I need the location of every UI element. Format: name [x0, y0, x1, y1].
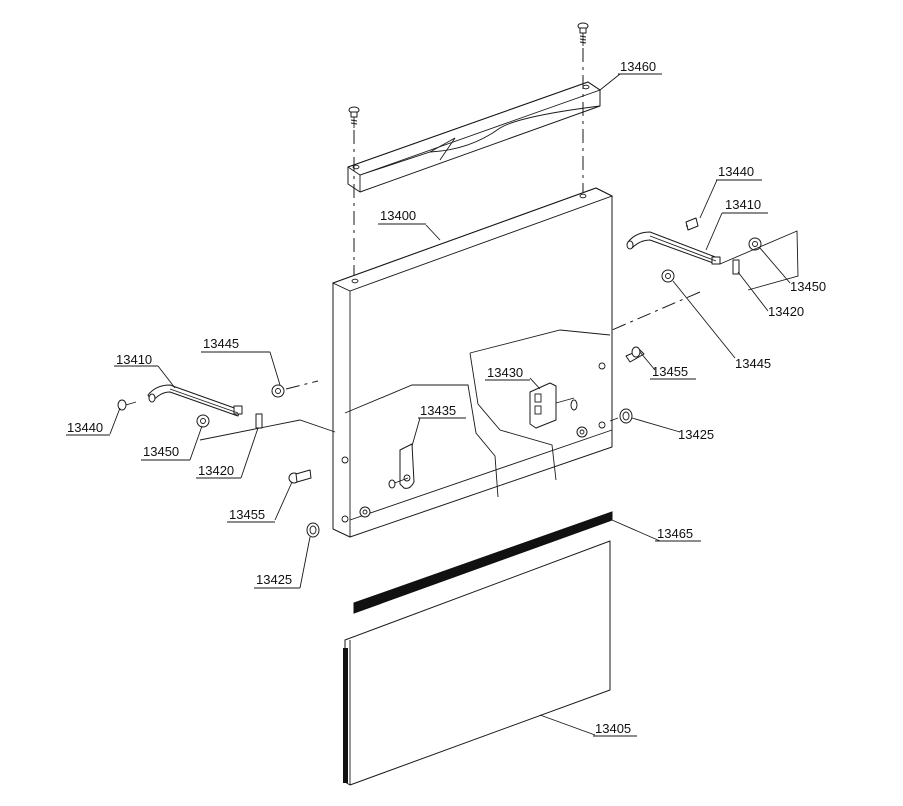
front-panel-edge — [343, 648, 348, 783]
callout-13430: 13430 — [487, 365, 523, 380]
callout-13420-right: 13420 — [768, 304, 804, 319]
spacer-13420-left — [255, 413, 263, 429]
cutaway-left — [344, 384, 499, 498]
screw-13440-left — [117, 399, 137, 411]
callout-13460: 13460 — [620, 59, 656, 74]
door-panel — [331, 187, 614, 538]
front-panel — [343, 540, 611, 786]
nut-13445-right — [661, 269, 675, 283]
bushing-13425-left — [306, 522, 320, 538]
handle-left-plane — [199, 419, 336, 441]
handle-right-plane — [719, 230, 799, 291]
callout-13425-right: 13425 — [678, 427, 714, 442]
callout-labels: 13460 13400 13440 13410 13450 13420 1344… — [66, 59, 826, 737]
callout-13425-left: 13425 — [256, 572, 292, 587]
handle-left — [147, 384, 243, 417]
callout-13445-left: 13445 — [203, 336, 239, 351]
screw-13455-left — [288, 469, 312, 484]
callout-13440-left: 13440 — [67, 420, 103, 435]
callout-13410-left: 13410 — [116, 352, 152, 367]
axis-handle-right — [611, 291, 701, 331]
callout-13445-right: 13445 — [735, 356, 771, 371]
hinge-plate-right — [529, 382, 588, 438]
cutaway-right — [469, 329, 611, 481]
screw-13455-right — [625, 346, 645, 363]
callout-13440-right: 13440 — [718, 164, 754, 179]
callout-13450-right: 13450 — [790, 279, 826, 294]
callout-13410-right: 13410 — [725, 197, 761, 212]
callout-13455-right: 13455 — [652, 364, 688, 379]
nut-13450-right — [748, 237, 762, 251]
hinge-plate-left — [359, 443, 415, 518]
callout-13465: 13465 — [657, 526, 693, 541]
nut-13450-left — [196, 414, 210, 428]
callout-13435: 13435 — [420, 403, 456, 418]
top-rail — [347, 81, 601, 193]
callout-13450-left: 13450 — [143, 444, 179, 459]
callout-13400: 13400 — [380, 208, 416, 223]
handle-right — [626, 231, 721, 265]
top-screw-right — [577, 22, 589, 46]
screw-13440-right — [685, 217, 699, 231]
callout-13455-left: 13455 — [229, 507, 265, 522]
callout-13405: 13405 — [595, 721, 631, 736]
spacer-13420-right — [732, 259, 740, 275]
nut-13445-left — [271, 384, 285, 398]
callout-13420-left: 13420 — [198, 463, 234, 478]
top-screw-left — [348, 106, 360, 128]
bushing-13425-right — [609, 408, 633, 424]
leader-lines — [109, 73, 791, 736]
axis-handle-left — [285, 380, 319, 390]
